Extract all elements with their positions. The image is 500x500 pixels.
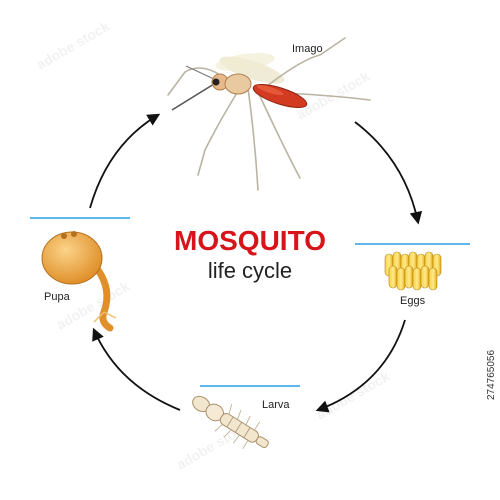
watermark-text: adobe stock (294, 68, 373, 123)
stage-label-larva: Larva (262, 399, 290, 411)
pupa-illustration (30, 217, 130, 332)
eggs-illustration (355, 243, 470, 291)
arrow-pupa-to-imago (89, 113, 161, 209)
larva-illustration (192, 385, 300, 450)
watermark-text: adobe stock (34, 18, 113, 73)
watermark-text: adobe stock (314, 368, 393, 423)
stage-label-eggs: Eggs (400, 295, 426, 307)
stage-label-imago: Imago (292, 43, 323, 55)
title-main: MOSQUITO (174, 225, 326, 256)
stage-label-pupa: Pupa (44, 291, 71, 303)
title-sub: life cycle (208, 258, 292, 283)
arrow-eggs-to-larva (315, 319, 406, 413)
watermark-text: adobe stock (54, 278, 133, 333)
stock-id: 274765056 (486, 350, 497, 400)
arrow-larva-to-pupa (92, 327, 181, 411)
arrow-imago-to-eggs (354, 121, 423, 225)
imago-illustration (167, 37, 371, 191)
cycle-arrows (89, 113, 423, 413)
diagram-title: MOSQUITO life cycle (174, 225, 326, 283)
